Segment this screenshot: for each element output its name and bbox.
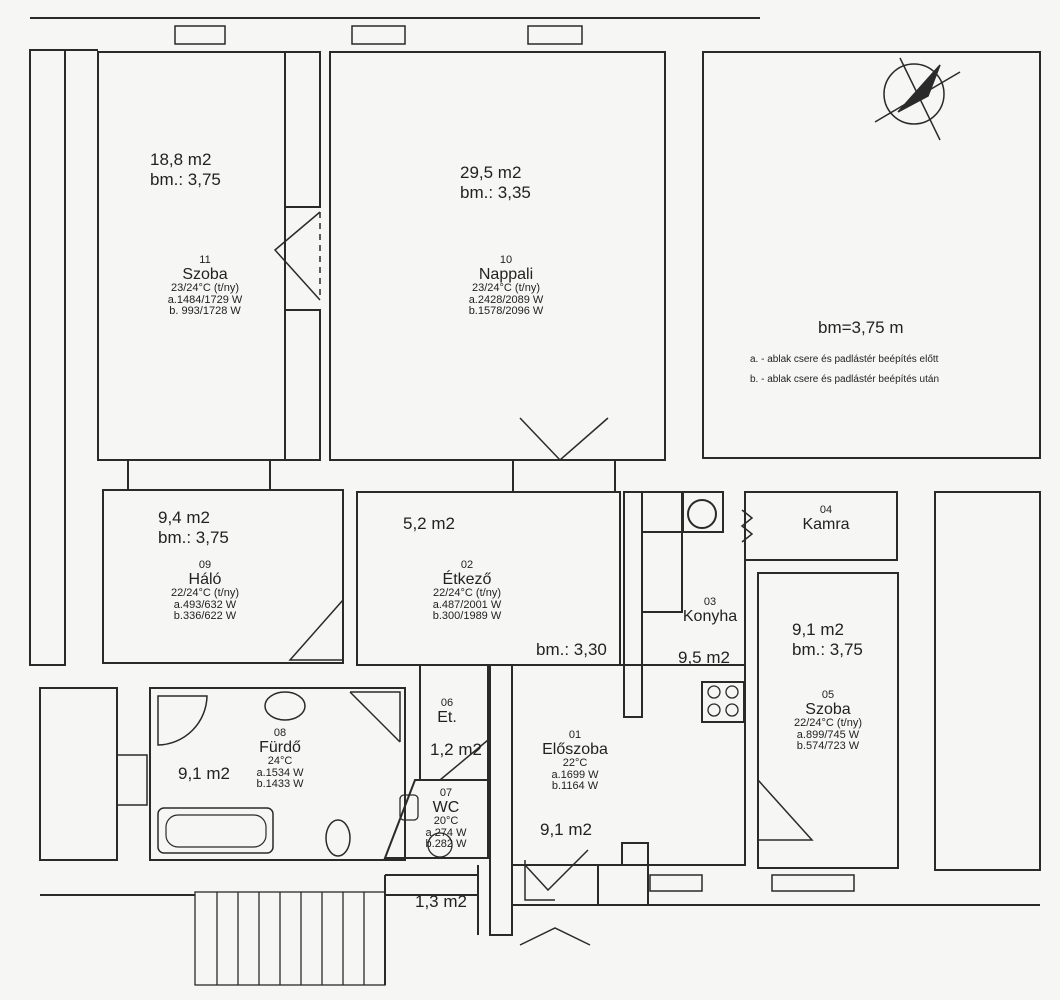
heat-a: a.1534 W [256, 766, 304, 779]
room-name: Kamra [802, 515, 850, 533]
room-name: Konyha [682, 607, 738, 625]
left-wall [29, 49, 66, 666]
area: 9,1 m2 [792, 620, 844, 639]
room-name: Nappali [478, 265, 534, 283]
room-temp: 23/24°C (t/ny) [472, 282, 540, 295]
room-08-label: 08 Fürdő 24°C a.1534 W b.1433 W [256, 727, 304, 791]
room-08-outline [149, 687, 406, 861]
entrance-arrow [519, 927, 591, 946]
height: bm.: 3,35 [460, 183, 531, 203]
height: bm.: 3,75 [150, 170, 221, 190]
room-number: 11 [199, 254, 211, 266]
legend-b: b. - ablak csere és padlástér beépítés u… [750, 374, 940, 385]
north-arrow-icon [874, 57, 961, 141]
legend-height: bm=3,75 m [818, 318, 904, 337]
heat-a: a.1484/1729 W [167, 293, 243, 306]
room-temp: 22/24°C (t/ny) [794, 717, 862, 730]
room-10-outline [329, 51, 666, 461]
room-06-area: 1,2 m2 [430, 740, 482, 759]
room-06-label: 06 Et. [437, 697, 457, 726]
room-number: 02 [460, 559, 474, 571]
room-02-label: 02 Étkező 22/24°C (t/ny) a.487/2001 W b.… [432, 559, 502, 623]
area: 18,8 m2 [150, 150, 212, 169]
room-02-area: 5,2 m2 [403, 514, 455, 533]
room-10-label: 10 Nappali 23/24°C (t/ny) a.2428/2089 W … [468, 254, 544, 318]
room-09-outline [102, 489, 344, 664]
room-08-area: 9,1 m2 [178, 764, 230, 783]
room-name: Szoba [805, 700, 851, 718]
room-number: 05 [821, 689, 835, 701]
legend-a: a. - ablak csere és padlástér beépítés e… [750, 354, 939, 365]
room-temp: 20°C [433, 815, 459, 828]
room-temp: 22/24°C (t/ny) [433, 587, 501, 600]
room-number: 06 [440, 697, 454, 709]
room-01-area: 9,1 m2 [540, 820, 592, 839]
room-number: 04 [819, 504, 833, 516]
room-name: Et. [437, 708, 457, 726]
room-number: 03 [703, 596, 717, 608]
room-temp: 22/24°C (t/ny) [171, 587, 239, 600]
top-wall [30, 17, 760, 51]
room-temp: 23/24°C (t/ny) [171, 282, 239, 295]
room-temp: 22°C [562, 757, 588, 770]
room-09-label: 09 Háló 22/24°C (t/ny) a.493/632 W b.336… [171, 559, 239, 623]
room-07-outline [383, 779, 489, 859]
height: bm.: 3,75 [792, 640, 863, 660]
heat-b: b.336/622 W [173, 610, 237, 623]
heat-a: a.899/745 W [796, 728, 860, 741]
room-name: Étkező [442, 570, 492, 588]
heat-b: b.282 W [425, 838, 467, 851]
heat-a: a.2428/2089 W [468, 293, 544, 306]
room-04-outline [744, 491, 898, 561]
heat-a: a.274 W [425, 826, 467, 839]
room-05-outline [757, 572, 899, 869]
heat-a: a.493/632 W [173, 598, 237, 611]
room-03-label: 03 Konyha [682, 596, 738, 625]
height: bm.: 3,75 [158, 528, 229, 548]
room-number: 08 [273, 727, 287, 739]
heat-b: b.1164 W [551, 780, 599, 793]
room-04-label: 04 Kamra [802, 504, 850, 533]
room-number: 10 [499, 254, 513, 266]
heat-b: b. 993/1728 W [169, 305, 241, 318]
heat-b: b.1578/2096 W [468, 305, 544, 318]
heat-a: a.1699 W [551, 768, 599, 781]
room-03-area: 9,5 m2 [678, 648, 730, 667]
room-11-label: 11 Szoba 23/24°C (t/ny) a.1484/1729 W b.… [167, 254, 243, 318]
room-02-height: bm.: 3,30 [536, 640, 607, 659]
neighbor-unit [702, 51, 1041, 459]
room-name: WC [432, 798, 460, 816]
room-name: Előszoba [542, 740, 608, 758]
heat-b: b.574/723 W [796, 740, 860, 753]
area: 29,5 m2 [460, 163, 522, 182]
room-07-label: 07 WC 20°C a.274 W b.282 W [425, 787, 467, 851]
room-name: Fürdő [259, 738, 301, 756]
stairs [194, 891, 386, 986]
heat-b: b.300/1989 W [432, 610, 502, 623]
room-temp: 24°C [267, 755, 293, 768]
room-number: 07 [439, 787, 453, 799]
room-number: 09 [198, 559, 212, 571]
heat-a: a.487/2001 W [432, 598, 502, 611]
room-name: Szoba [182, 265, 228, 283]
room-05-label: 05 Szoba 22/24°C (t/ny) a.899/745 W b.57… [794, 689, 862, 753]
heat-b: b.1433 W [256, 778, 304, 791]
entry-area: 1,3 m2 [415, 892, 467, 911]
room-name: Háló [188, 570, 222, 588]
area: 9,4 m2 [158, 508, 210, 527]
room-01-label: 01 Előszoba 22°C a.1699 W b.1164 W [542, 729, 608, 793]
room-number: 01 [568, 729, 582, 741]
